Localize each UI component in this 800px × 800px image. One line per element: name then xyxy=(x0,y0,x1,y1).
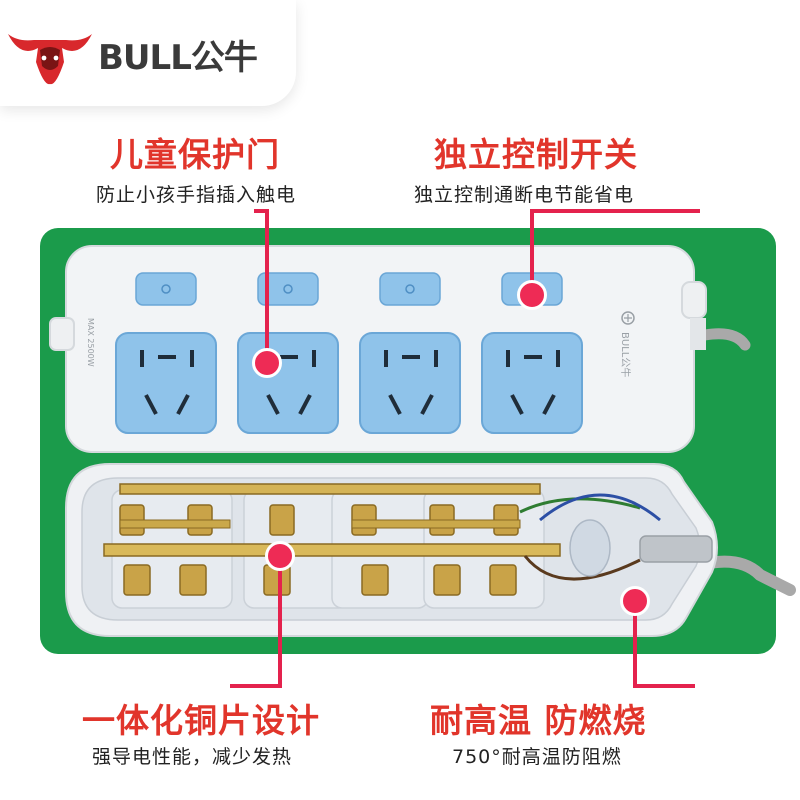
bull-head-icon xyxy=(8,34,92,85)
brand-logo-tab: BULL公牛 xyxy=(0,0,296,106)
internal-strip xyxy=(65,463,796,637)
feature-title-copper: 一体化铜片设计 xyxy=(82,701,320,740)
brand-name: BULL公牛 xyxy=(98,38,258,78)
socket-2 xyxy=(237,332,339,434)
pointer-line-switch-h xyxy=(530,209,700,213)
strip-brand-label: BULL公牛 xyxy=(619,332,632,377)
strip-brand-icon xyxy=(621,311,635,325)
pointer-line-child-safety-v xyxy=(265,209,269,361)
pointer-line-fireproof-h xyxy=(633,684,695,688)
pointer-line-copper-v xyxy=(278,556,282,686)
pointer-dot-child-safety xyxy=(252,348,282,378)
feature-subtitle-switch: 独立控制通断电节能省电 xyxy=(414,184,635,206)
feature-subtitle-child-safety: 防止小孩手指插入触电 xyxy=(96,184,297,206)
switch-3 xyxy=(379,272,441,306)
socket-1 xyxy=(115,332,217,434)
feature-subtitle-copper: 强导电性能，减少发热 xyxy=(92,746,293,768)
pointer-dot-switch xyxy=(517,280,547,310)
pointer-line-fireproof-v xyxy=(633,600,637,686)
socket-3 xyxy=(359,332,461,434)
feature-title-child-safety: 儿童保护门 xyxy=(110,135,280,174)
rating-label: MAX 2500W xyxy=(86,318,95,367)
feature-subtitle-fireproof: 750°耐高温防阻燃 xyxy=(452,746,622,768)
switch-2 xyxy=(257,272,319,306)
pointer-line-switch-v xyxy=(530,209,534,293)
pointer-dot-copper xyxy=(265,541,295,571)
feature-title-fireproof: 耐高温 防燃烧 xyxy=(430,701,647,740)
socket-4 xyxy=(481,332,583,434)
pointer-line-copper-h xyxy=(230,684,282,688)
pointer-dot-fireproof xyxy=(620,586,650,616)
front-strip: MAX 2500W BULL公牛 xyxy=(49,245,707,453)
pointer-line-child-safety-h xyxy=(254,209,269,213)
switch-1 xyxy=(135,272,197,306)
feature-title-switch: 独立控制开关 xyxy=(434,135,638,174)
